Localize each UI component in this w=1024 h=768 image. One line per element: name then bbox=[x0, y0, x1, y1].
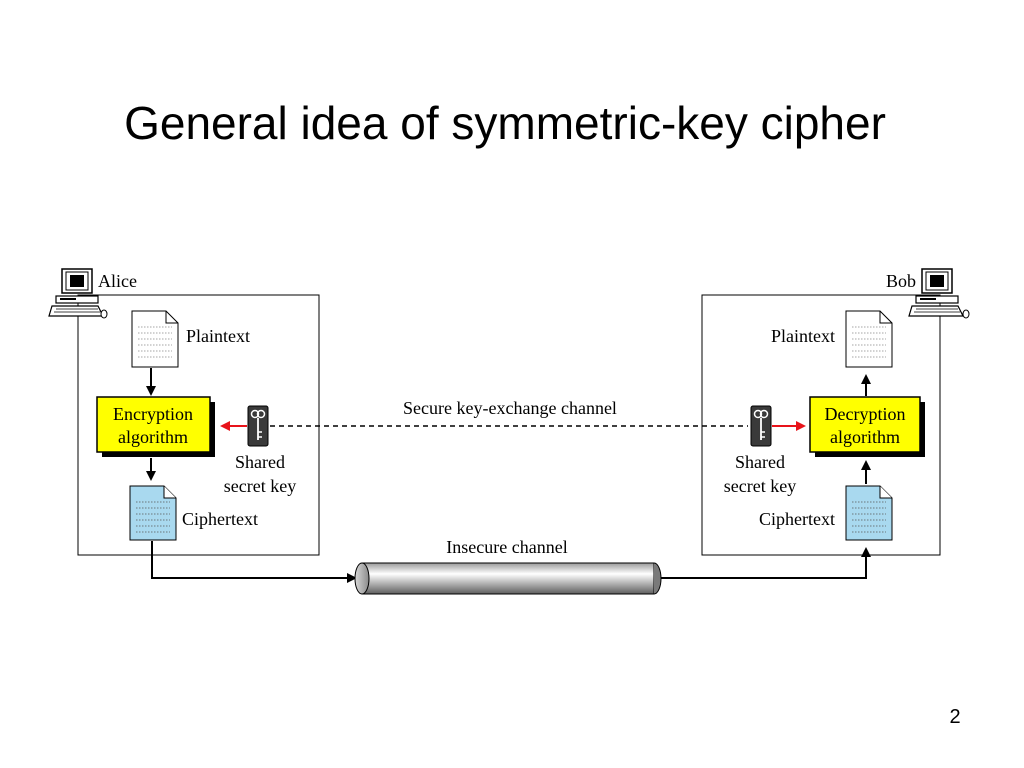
alice-label: Alice bbox=[98, 271, 137, 291]
page-number: 2 bbox=[949, 706, 961, 728]
pipe-to-bob-line bbox=[661, 547, 871, 579]
encryption-algorithm-line1: Encryption bbox=[113, 404, 193, 424]
alice-ciphertext-doc-icon bbox=[129, 485, 177, 541]
decryption-algorithm-line2: algorithm bbox=[830, 427, 900, 447]
alice-key-label-line2: secret key bbox=[224, 476, 296, 496]
bob-label: Bob bbox=[886, 271, 916, 291]
alice-key-label-line1: Shared bbox=[235, 452, 285, 472]
bob-plaintext-label: Plaintext bbox=[771, 326, 835, 346]
slide-title: General idea of symmetric-key cipher bbox=[124, 97, 886, 149]
insecure-channel-pipe bbox=[354, 562, 662, 595]
encryption-algorithm-line2: algorithm bbox=[118, 427, 188, 447]
bob-key-label-line1: Shared bbox=[735, 452, 785, 472]
decryption-algorithm-box bbox=[809, 396, 925, 457]
alice-computer-icon bbox=[48, 268, 108, 319]
insecure-channel-label: Insecure channel bbox=[446, 537, 567, 557]
alice-to-pipe-line bbox=[151, 541, 357, 583]
bob-frame bbox=[701, 294, 941, 556]
decryption-algorithm-line1: Decryption bbox=[825, 404, 906, 424]
alice-plaintext-doc-icon bbox=[131, 310, 179, 368]
alice-ciphertext-label: Ciphertext bbox=[182, 509, 258, 529]
bob-computer-icon bbox=[908, 268, 970, 319]
alice-plaintext-label: Plaintext bbox=[186, 326, 250, 346]
encryption-algorithm-box bbox=[96, 396, 215, 457]
secure-channel-label: Secure key-exchange channel bbox=[403, 398, 617, 418]
bob-ciphertext-doc-icon bbox=[845, 485, 893, 541]
bob-key-icon bbox=[750, 405, 772, 447]
alice-key-icon bbox=[247, 405, 269, 447]
bob-ciphertext-label: Ciphertext bbox=[759, 509, 835, 529]
bob-key-label-line2: secret key bbox=[724, 476, 796, 496]
bob-plaintext-doc-icon bbox=[845, 310, 893, 368]
alice-frame bbox=[77, 294, 320, 556]
